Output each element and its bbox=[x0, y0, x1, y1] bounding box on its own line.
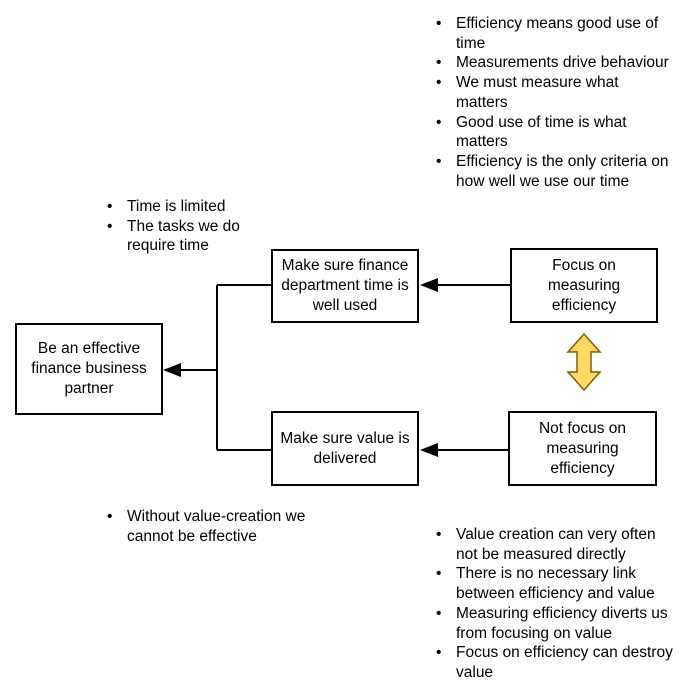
box-not-focus-efficiency: Not focus on measuring efficiency bbox=[508, 411, 657, 486]
arrowhead-time-used bbox=[420, 278, 438, 292]
box-effective-partner: Be an effective finance business partner bbox=[15, 323, 163, 415]
list-item: Efficiency is the only criteria on how w… bbox=[436, 152, 672, 191]
box-time-well-used-label: Make sure finance department time is wel… bbox=[281, 257, 409, 314]
list-item: Efficiency means good use of time bbox=[436, 14, 672, 53]
arrowhead-value-delivered bbox=[420, 443, 438, 457]
list-item: Measurements drive behaviour bbox=[436, 53, 672, 73]
list-item: Without value-creation we cannot be effe… bbox=[107, 507, 307, 546]
notes-time-limits: Time is limited The tasks we do require … bbox=[107, 197, 267, 256]
notes-value-measurement: Value creation can very often not be mea… bbox=[436, 525, 676, 683]
arrowhead-partner bbox=[163, 363, 181, 377]
list-item: The tasks we do require time bbox=[107, 217, 267, 256]
list-item: There is no necessary link between effic… bbox=[436, 564, 676, 603]
list-item: Focus on efficiency can destroy value bbox=[436, 643, 676, 682]
box-value-delivered-label: Make sure value is delivered bbox=[280, 429, 410, 467]
box-value-delivered: Make sure value is delivered bbox=[271, 411, 419, 486]
box-not-focus-efficiency-label: Not focus on measuring efficiency bbox=[538, 419, 627, 477]
box-time-well-used: Make sure finance department time is wel… bbox=[271, 249, 419, 323]
box-focus-efficiency: Focus on measuring efficiency bbox=[510, 248, 658, 323]
notes-efficiency-beliefs: Efficiency means good use of time Measur… bbox=[436, 14, 672, 191]
list-item: Time is limited bbox=[107, 197, 267, 217]
notes-value-creation: Without value-creation we cannot be effe… bbox=[107, 507, 307, 546]
list-item: Measuring efficiency diverts us from foc… bbox=[436, 604, 676, 643]
double-arrow-icon bbox=[566, 332, 602, 392]
list-item: Good use of time is what matters bbox=[436, 113, 672, 152]
list-item: Value creation can very often not be mea… bbox=[436, 525, 676, 564]
list-item: We must measure what matters bbox=[436, 73, 672, 112]
box-focus-efficiency-label: Focus on measuring efficiency bbox=[547, 256, 621, 314]
box-effective-partner-label: Be an effective finance business partner bbox=[31, 340, 147, 397]
